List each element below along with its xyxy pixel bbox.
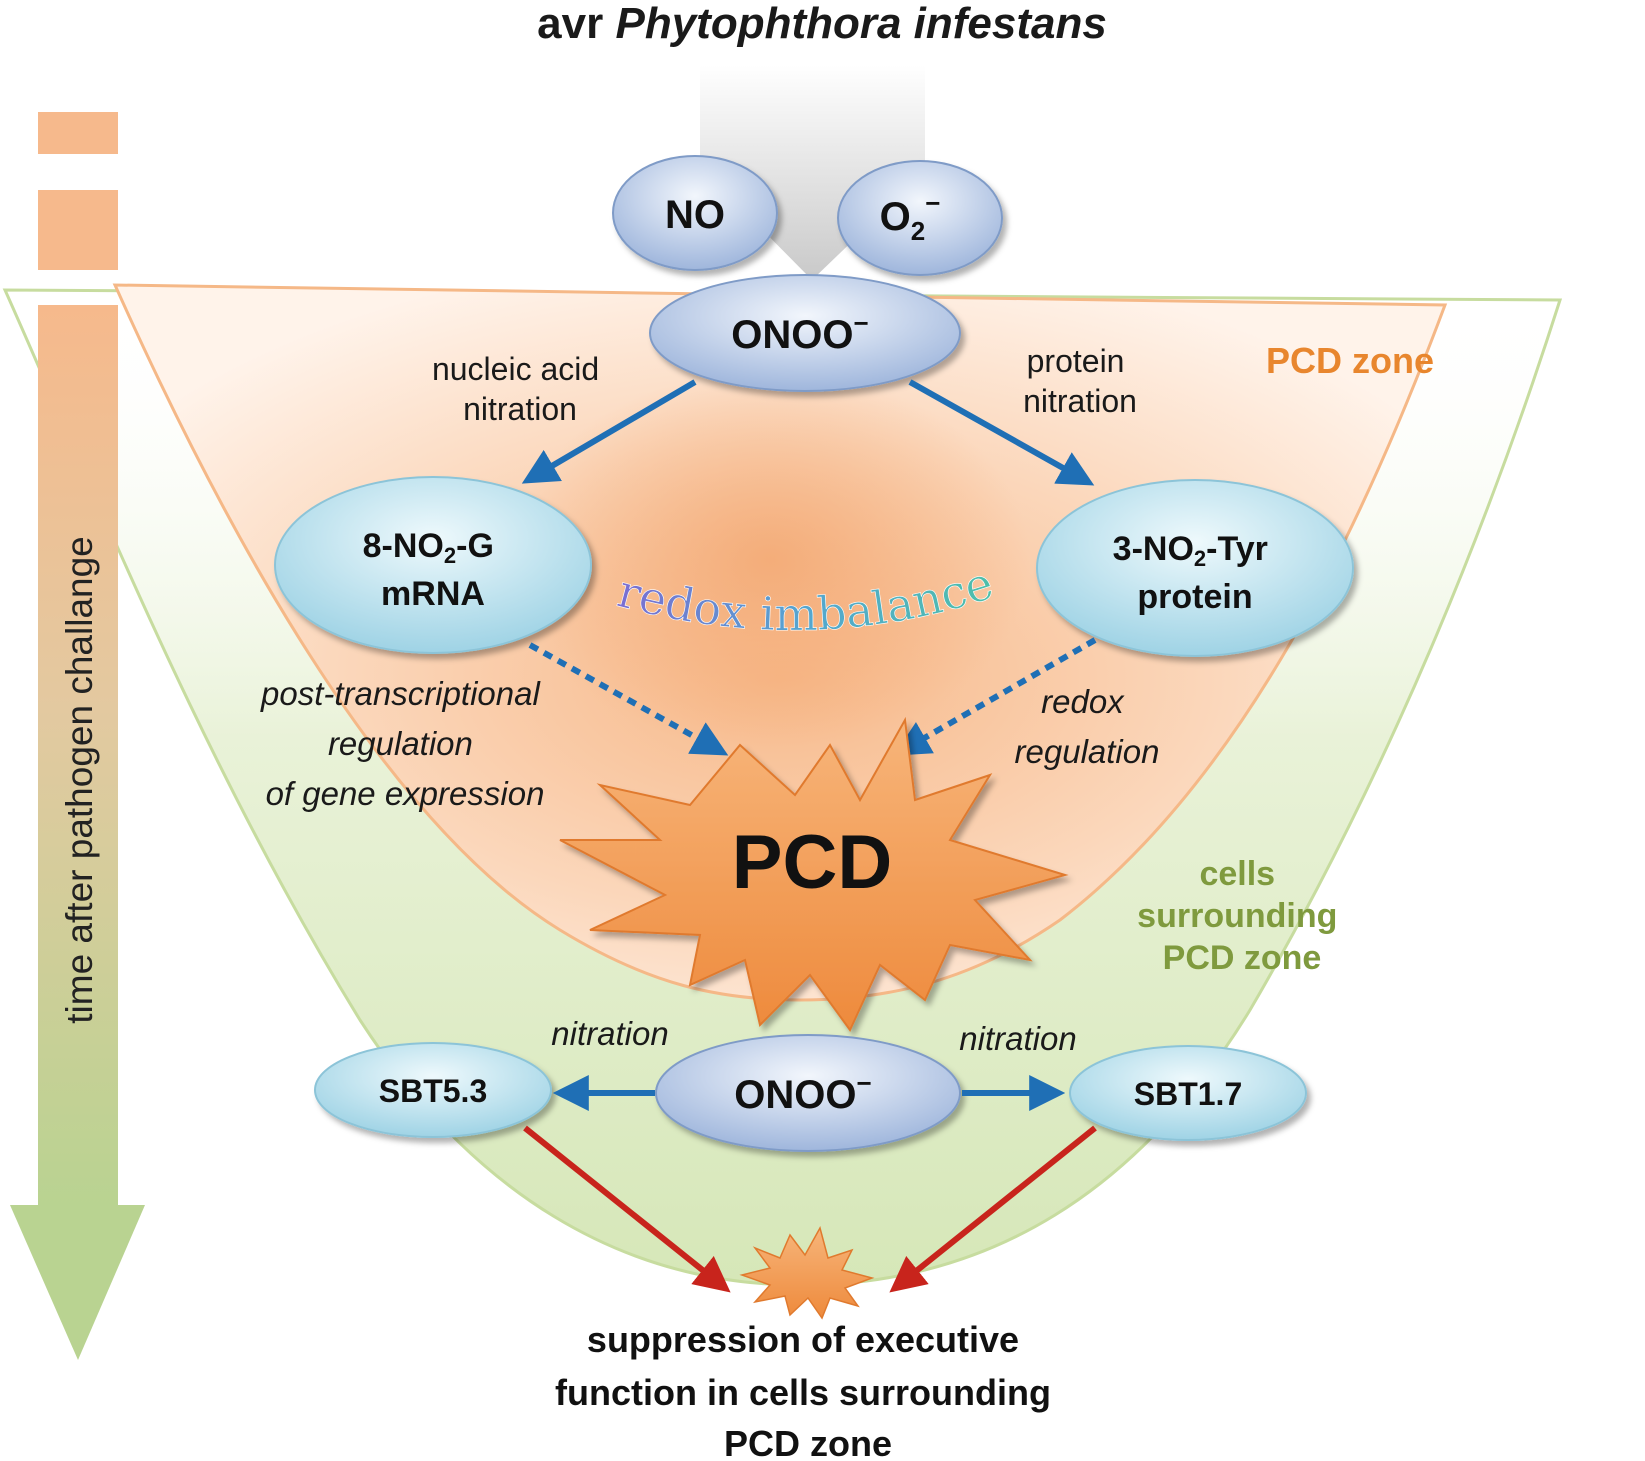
no-node [612,155,778,271]
sbt53-label: SBT5.3 [379,1073,487,1109]
nitration-left-label: nitration [551,1015,668,1052]
redox-glow [510,370,1030,750]
superoxide-label: O2− [880,188,941,246]
pcd-starburst [559,716,1069,1032]
pcd-label: PCD [732,820,892,905]
time-axis-arrow [10,112,145,1360]
suppression-label: suppression of executive function in cel… [555,1319,1061,1461]
nitro-g-node [274,476,592,654]
superoxide-node [837,160,1003,276]
redox-regulation-label: redox regulation [1015,683,1160,770]
pcd-zone-label: PCD zone [1266,340,1434,381]
nitration-right-label: nitration [959,1020,1076,1057]
title: avr Phytophthora infestans [537,0,1107,48]
nitro-tyr-label: 3-NO2-Tyr protein [1113,530,1278,616]
nucleic-acid-nitration-label: nucleic acid nitration [432,351,608,427]
sbt53-node [314,1042,552,1138]
no-label: NO [665,193,725,237]
dotted-arrow-3no2tyr-to-pcd [893,637,1097,756]
surrounding-zone-label: cells surrounding PCD zone [1137,855,1347,977]
nitro-tyr-node [1036,479,1354,657]
time-axis-label: time after pathogen challange [59,536,100,1024]
arrow-onoo-to-8no2g [521,379,697,484]
onoo-bottom-node [655,1034,961,1152]
small-starburst [739,1226,875,1320]
sbt17-node [1069,1045,1307,1141]
arrow-sbt17-to-burst [889,1125,1097,1293]
onoo-bottom-label: ONOO− [734,1068,871,1117]
dotted-arrow-8no2g-to-pcd [528,642,729,756]
arrow-onoo-to-3no2tyr [908,379,1095,486]
arrow-sbt53-to-burst [523,1125,731,1293]
nitro-g-label: 8-NO2-G mRNA [363,527,504,613]
onoo-top-node [649,274,961,392]
post-transcriptional-label: post-transcriptional regulation of gene … [260,675,549,812]
pathogen-arrow [700,65,925,280]
protein-nitration-label: protein nitration [1023,343,1137,419]
sbt17-label: SBT1.7 [1134,1076,1242,1112]
onoo-top-label: ONOO− [731,308,868,357]
